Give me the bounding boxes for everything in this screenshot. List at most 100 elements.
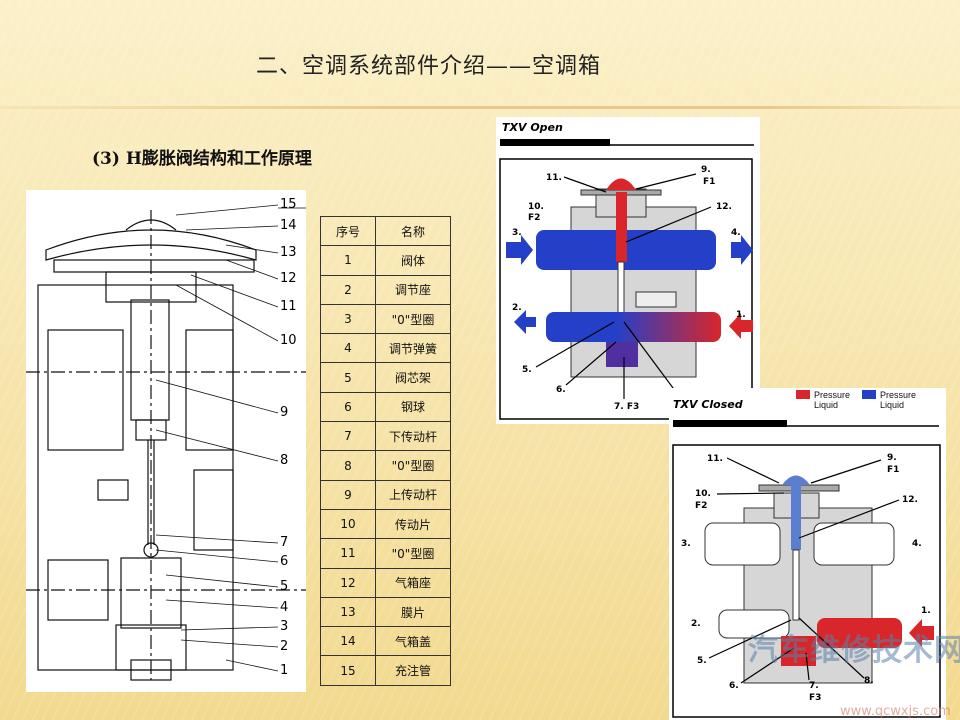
part-number-cell: 11 bbox=[320, 538, 376, 569]
part-name-cell: 充注管 bbox=[375, 655, 451, 686]
label-12: 12. bbox=[716, 202, 732, 212]
part-label: 10 bbox=[280, 333, 297, 348]
label-6: 6. bbox=[556, 385, 566, 395]
part-label: 9 bbox=[280, 405, 289, 420]
watermark-url: www.qcwxjs.com bbox=[840, 704, 951, 719]
part-label: 5 bbox=[280, 579, 289, 594]
part-label: 3 bbox=[280, 619, 289, 634]
part-label: 2 bbox=[280, 639, 289, 654]
watermark-text: 汽车维修技术网 bbox=[748, 633, 960, 668]
part-name-cell: 调节弹簧 bbox=[375, 333, 451, 364]
part-number-cell: 15 bbox=[320, 655, 376, 686]
part-label: 14 bbox=[280, 218, 297, 233]
part-name-cell: 阀体 bbox=[375, 245, 451, 276]
part-name-cell: 钢球 bbox=[375, 391, 451, 423]
part-number-cell: 7 bbox=[320, 421, 376, 452]
part-name-cell: 膜片 bbox=[375, 596, 451, 628]
table-row: 8"0"型圈 bbox=[320, 450, 451, 481]
label-4: 4. bbox=[731, 228, 741, 238]
part-number-cell: 4 bbox=[320, 333, 376, 364]
txv-open-title: TXV Open bbox=[502, 121, 563, 134]
header-number: 序号 bbox=[320, 215, 376, 247]
part-number-cell: 2 bbox=[320, 274, 376, 305]
txv-open-diagram: TXV Open 11. 9. F1 10. F2 12. 3. 4. 2. 1… bbox=[496, 117, 760, 424]
label-2: 2. bbox=[691, 619, 701, 629]
part-label: 13 bbox=[280, 245, 297, 260]
legend-high-swatch bbox=[796, 390, 810, 399]
txv-closed-title: TXV Closed bbox=[673, 398, 743, 411]
label-2: 2. bbox=[512, 303, 522, 313]
part-name-cell: "0"型圈 bbox=[375, 450, 451, 481]
label-7: 7. bbox=[809, 681, 819, 691]
txv-closed-diagram: TXV Closed 11. 9. F1 10. F2 12. 3. 4. 2.… bbox=[669, 388, 946, 720]
label-f2: F2 bbox=[528, 213, 540, 223]
label-5: 5. bbox=[522, 365, 532, 375]
label-11: 11. bbox=[707, 454, 723, 464]
legend-low-swatch bbox=[862, 390, 876, 399]
label-5: 5. bbox=[697, 656, 707, 666]
part-name-cell: 气箱盖 bbox=[375, 626, 451, 657]
part-name-cell: 阀芯架 bbox=[375, 362, 451, 393]
label-9: 9. bbox=[887, 453, 897, 463]
slide-title: 二、空调系统部件介绍——空调箱 bbox=[256, 54, 602, 79]
label-11: 11. bbox=[546, 173, 562, 183]
part-number-cell: 5 bbox=[320, 362, 376, 393]
part-label: 1 bbox=[280, 663, 289, 678]
part-name-cell: "0"型圈 bbox=[375, 538, 451, 569]
label-8: 8. bbox=[864, 676, 874, 686]
section-subtitle: (3) H膨胀阀结构和工作原理 bbox=[92, 149, 312, 169]
label-10: 10. bbox=[528, 202, 544, 212]
legend-high-pressure: Pressure Liquid bbox=[814, 390, 851, 410]
label-1: 1. bbox=[921, 606, 931, 616]
label-f3: F3 bbox=[809, 693, 821, 703]
part-name-cell: 传动片 bbox=[375, 508, 451, 540]
header-name: 名称 bbox=[375, 215, 451, 247]
label-f1: F1 bbox=[703, 177, 715, 187]
part-label: 11 bbox=[280, 299, 297, 314]
part-name-cell: 上传动杆 bbox=[375, 479, 451, 510]
legend-low-pressure: Pressure Liquid bbox=[880, 390, 917, 410]
part-number-cell: 9 bbox=[320, 479, 376, 510]
table-header-row: 序号 名称 bbox=[320, 215, 451, 247]
part-number-cell: 13 bbox=[320, 596, 376, 628]
part-name-cell: 调节座 bbox=[375, 274, 451, 305]
label-9: 9. bbox=[701, 165, 711, 175]
part-name-cell: 下传动杆 bbox=[375, 421, 451, 452]
table-row: 11"0"型圈 bbox=[320, 538, 451, 569]
label-3: 3. bbox=[681, 539, 691, 549]
part-label: 7 bbox=[280, 535, 289, 550]
label-7: 7. F3 bbox=[614, 402, 639, 412]
part-label: 8 bbox=[280, 453, 289, 468]
title-divider bbox=[0, 106, 960, 109]
part-number-cell: 8 bbox=[320, 450, 376, 481]
part-number-cell: 1 bbox=[320, 245, 376, 276]
part-number-cell: 6 bbox=[320, 391, 376, 423]
label-10: 10. bbox=[695, 489, 711, 499]
part-number-cell: 12 bbox=[320, 567, 376, 598]
part-number-cell: 14 bbox=[320, 626, 376, 657]
valve-section-drawing: 15 14 13 12 11 10 9 8 7 6 5 4 3 2 1 bbox=[26, 190, 306, 692]
label-f2: F2 bbox=[695, 501, 707, 511]
part-label: 15 bbox=[280, 197, 297, 212]
part-name-cell: 气箱座 bbox=[375, 567, 451, 598]
label-4: 4. bbox=[912, 539, 922, 549]
label-12: 12. bbox=[902, 495, 918, 505]
part-number-cell: 10 bbox=[320, 508, 376, 540]
label-1: 1. bbox=[736, 310, 746, 320]
part-label: 6 bbox=[280, 554, 289, 569]
part-label: 4 bbox=[280, 600, 289, 615]
table-row: 3"0"型圈 bbox=[320, 303, 451, 335]
part-number-cell: 3 bbox=[320, 303, 376, 335]
label-f1: F1 bbox=[887, 465, 899, 475]
